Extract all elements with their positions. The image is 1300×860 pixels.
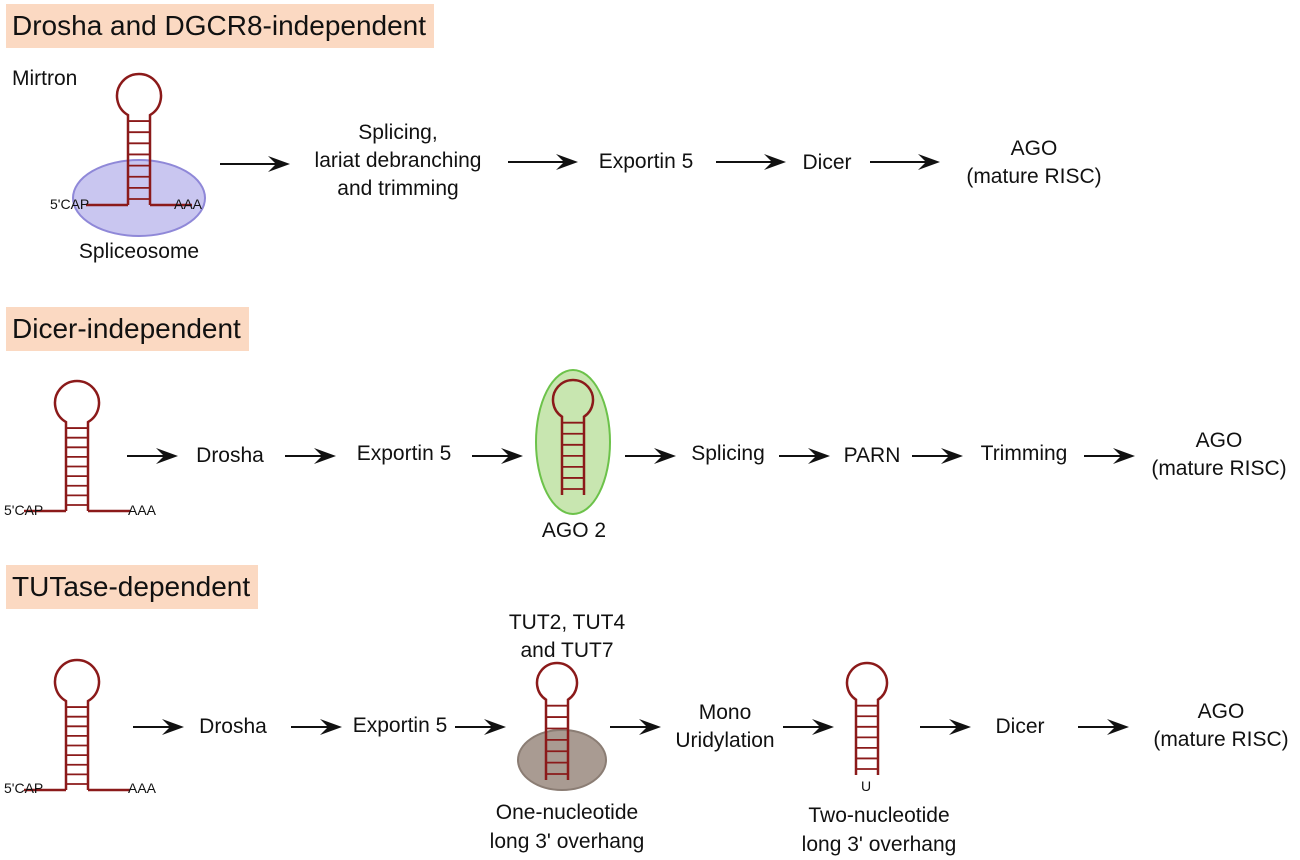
polya-label-3: AAA	[128, 780, 157, 796]
uridylated-hairpin	[845, 661, 889, 775]
step-ago-risc-2: (mature RISC)	[1151, 457, 1287, 480]
section-title-tutase-dependent: TUTase-dependent	[6, 565, 259, 609]
tut-ellipse	[517, 729, 607, 791]
arrow-2-6	[912, 448, 963, 464]
spliceosome-label: Spliceosome	[78, 240, 200, 263]
section-title-dicer-independent: Dicer-independent	[6, 307, 249, 351]
arrow-1-2	[508, 154, 578, 170]
arrow-2-2	[285, 448, 336, 464]
step-dicer-1: Dicer	[802, 151, 852, 174]
arrow-1-3	[716, 154, 786, 170]
section-title-drosha-dgcr8: Drosha and DGCR8-independent	[6, 4, 435, 48]
step-ago-risc-3: (mature RISC)	[1153, 728, 1289, 751]
spliceosome-ellipse	[72, 159, 206, 237]
step-splicing-line2: lariat debranching	[314, 149, 482, 172]
arrow-2-4	[625, 448, 676, 464]
step-exportin5-2: Exportin 5	[356, 442, 452, 465]
step-splicing-2: Splicing	[691, 442, 765, 465]
step-dicer-3: Dicer	[995, 715, 1045, 738]
overhang1-line1: One-nucleotide	[495, 801, 639, 824]
polya-label-1: AAA	[174, 196, 203, 212]
step-splicing-line3: and trimming	[337, 177, 459, 200]
arrow-2-3	[472, 448, 523, 464]
cap-label-1: 5'CAP	[50, 196, 90, 212]
overhang2-line1: Two-nucleotide	[808, 804, 950, 827]
tut-bound-hairpin	[535, 661, 579, 780]
cap-label-2: 5'CAP	[4, 502, 44, 518]
arrow-1-1	[220, 156, 290, 172]
step-parn: PARN	[843, 444, 901, 467]
arrow-2-7	[1084, 448, 1135, 464]
mirtron-hairpin	[86, 72, 192, 207]
arrow-2-5	[779, 448, 830, 464]
arrow-2-1	[127, 448, 178, 464]
arrow-3-3	[455, 719, 506, 735]
tut-label-line1: TUT2, TUT4	[508, 611, 626, 634]
step-exportin5-3: Exportin 5	[352, 714, 448, 737]
step-ago-3: AGO	[1197, 700, 1245, 723]
ago2-bound-hairpin	[551, 378, 595, 495]
arrow-3-2	[291, 719, 342, 735]
arrow-1-4	[870, 154, 940, 170]
overhang1-line2: long 3' overhang	[489, 830, 645, 853]
step-ago-1: AGO	[1010, 137, 1058, 160]
ago2-ellipse	[535, 369, 611, 515]
mirtron-label: Mirtron	[12, 67, 78, 90]
step-drosha-2: Drosha	[196, 444, 264, 467]
overhang2-line2: long 3' overhang	[801, 833, 957, 856]
step-ago-risc-1: (mature RISC)	[966, 165, 1102, 188]
arrow-3-1	[133, 719, 184, 735]
arrow-3-7	[1078, 719, 1129, 735]
step-ago-2: AGO	[1195, 429, 1243, 452]
arrow-3-6	[920, 719, 971, 735]
cap-label-3: 5'CAP	[4, 780, 44, 796]
step-trimming: Trimming	[980, 442, 1068, 465]
arrow-3-4	[610, 719, 661, 735]
tut-label-line2: and TUT7	[520, 639, 614, 662]
pre-mirna-hairpin-2	[24, 379, 130, 513]
step-drosha-3: Drosha	[199, 715, 267, 738]
step-exportin5-1: Exportin 5	[598, 150, 694, 173]
step-uridylation: Uridylation	[675, 729, 775, 752]
arrow-3-5	[783, 719, 834, 735]
pre-mirna-hairpin-3	[24, 658, 130, 792]
ago2-label: AGO 2	[541, 519, 607, 542]
polya-label-2: AAA	[128, 502, 157, 518]
step-mono: Mono	[698, 701, 752, 724]
u-label: U	[861, 778, 872, 794]
step-splicing-line1: Splicing,	[358, 121, 438, 144]
